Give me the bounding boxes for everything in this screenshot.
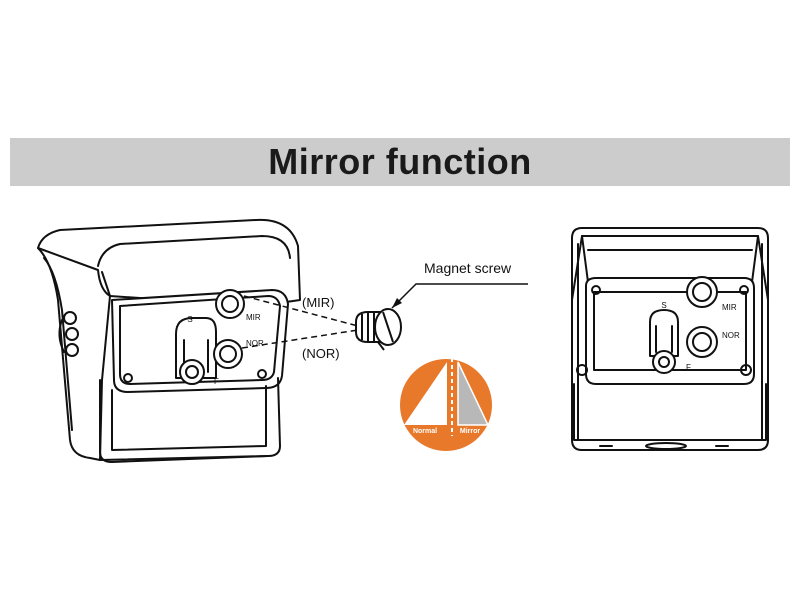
right-label-s: S bbox=[661, 301, 666, 310]
left-label-f: F bbox=[214, 377, 219, 386]
mir-callout: (MIR) bbox=[302, 295, 335, 310]
nor-callout: (NOR) bbox=[302, 346, 340, 361]
side-hole-icon bbox=[65, 327, 79, 341]
left-label-s: S bbox=[187, 315, 192, 324]
normal-triangle-icon bbox=[404, 362, 447, 425]
right-camera-drawing bbox=[571, 227, 769, 451]
right-label-nor: NOR bbox=[722, 331, 740, 340]
title-banner: Mirror function bbox=[10, 138, 790, 186]
left-label-nor: NOR bbox=[246, 339, 264, 348]
badge-normal-label: Normal bbox=[413, 428, 437, 435]
mirror-triangle-icon bbox=[457, 361, 490, 426]
mirror-mode-badge bbox=[400, 358, 492, 451]
leader-arrow-icon bbox=[392, 298, 402, 308]
magnet-screw-label: Magnet screw bbox=[424, 260, 512, 276]
magnet-screw-leader bbox=[391, 283, 528, 309]
badge-mirror-label: Mirror bbox=[460, 428, 481, 435]
left-label-mir: MIR bbox=[246, 313, 261, 322]
right-label-mir: MIR bbox=[722, 303, 737, 312]
side-hole-icon bbox=[63, 311, 77, 325]
magnet-screw-icon bbox=[355, 308, 402, 351]
page-title: Mirror function bbox=[268, 141, 532, 182]
right-label-f: F bbox=[686, 363, 691, 372]
side-hole-icon bbox=[65, 343, 79, 357]
left-camera-drawing bbox=[37, 218, 301, 463]
